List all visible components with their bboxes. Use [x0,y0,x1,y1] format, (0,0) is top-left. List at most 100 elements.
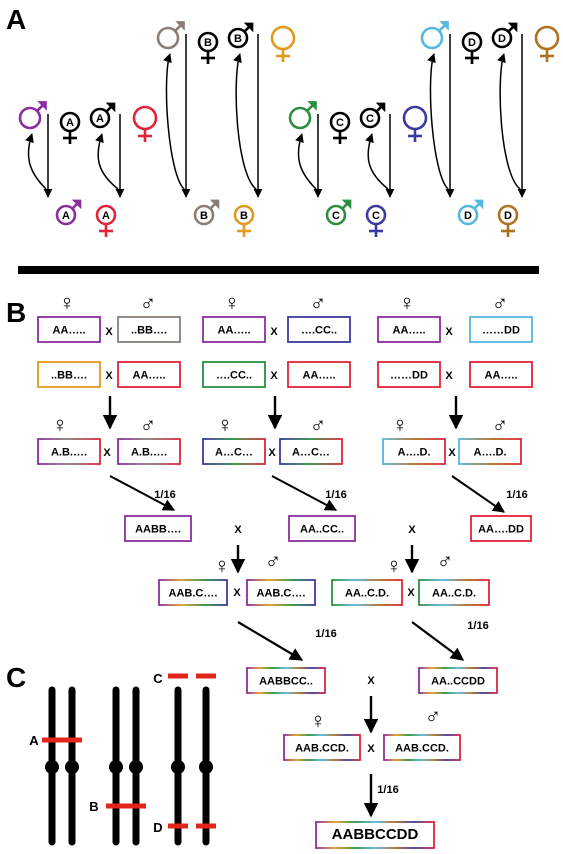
genotype-label: AA..CC.. [300,524,344,536]
genotype-label: ….CC.. [301,325,337,337]
male-arrow-head [209,199,220,210]
genotype-box: AABBCC.. [246,667,326,694]
male-symbol-labeled: C [359,102,386,129]
genotype-box-border [470,515,532,542]
strain-letter: A [102,210,110,222]
genotype-box: AAB.C…. [246,579,316,606]
strain-letter: A [62,210,70,222]
male-symbol-labeled: A [89,102,116,129]
strain-letter: B [200,210,208,222]
genotype-box-border [158,579,228,606]
male-symbol-labeled: A [55,199,82,226]
female-symbol-labeled: C [329,111,351,144]
genotype-label: ……DD [482,325,520,337]
genotype-label: AA….. [218,325,251,337]
genotype-box-border [315,821,435,849]
cross-symbol: X [445,326,453,338]
genotype-box: AAB.C…. [158,579,228,606]
male-symbol [156,21,185,50]
genotype-box-border [124,515,192,542]
genotype-box: A.B.…. [117,438,181,465]
male-icon: ♂ [265,548,282,573]
cross-symbol: X [103,447,111,459]
panel-label-b: B [6,297,26,328]
genotype-label: ..BB…. [51,370,87,382]
genotype-label: A….D. [398,447,431,459]
genotype-box-border [418,579,490,606]
genotype-label: A.B.…. [51,447,87,459]
genotype-box-border [202,438,266,465]
genotype-box: ..BB…. [37,361,101,388]
male-icon: ♂ [310,290,327,315]
cross-symbol: X [445,370,453,382]
pedigree-curve [497,53,521,190]
genotype-label: ……DD [390,370,428,382]
arrow [109,475,176,511]
cross-symbol: X [105,370,113,382]
female-icon: ♀ [214,553,231,578]
genotype-box-border [202,316,266,343]
male-circle [156,26,180,50]
strain-letter: C [332,210,340,222]
male-icon: ♂ [425,703,442,728]
arrow [451,475,505,513]
locus-label: A [29,733,39,748]
genotype-box-border [37,438,101,465]
fraction-label: 1/16 [467,620,488,632]
genotype-label: AA..CCDD [431,676,485,688]
genotype-box: AABB…. [124,515,192,542]
strain-letter: D [464,210,472,222]
male-arrow-head [37,101,47,111]
genotype-box-border [287,316,351,343]
genotype-box: AA..C.D. [331,579,403,606]
centromere [109,760,123,774]
strain-letter: C [372,210,380,222]
cross-symbol: X [448,447,456,459]
genotype-label: AA….. [53,325,86,337]
male-icon: ♂ [492,290,509,315]
panel-separator [18,266,539,274]
pedigree-curve [427,53,449,190]
genotype-label: AABBCC.. [259,676,313,688]
male-symbol-labeled: B [227,22,254,49]
male-arrow-head [105,102,116,113]
genotype-box-border [117,438,181,465]
female-icon: ♀ [217,412,234,437]
female-symbol-labeled: C [365,204,387,237]
genotype-label: AABB…. [135,524,181,536]
panel-label-a: A [6,4,26,35]
genotype-box: ….CC.. [202,361,266,388]
genotype-box-border [418,667,498,694]
genotype-label: AABBCCDD [332,826,419,843]
genotype-box-border [377,361,441,388]
male-circle [325,204,347,226]
strain-letter: C [366,113,374,125]
genotype-label: AAB.CCD. [295,743,349,755]
pedigree-curve [233,53,257,190]
male-circle [420,26,444,50]
genotype-label: A….D. [474,447,507,459]
female-icon: ♀ [386,553,403,578]
genotype-box-border [288,515,356,542]
female-symbol-labeled: A [95,204,117,237]
arrow [237,621,304,661]
genotype-label: ..BB…. [131,325,167,337]
male-circle [193,204,215,226]
female-symbol [402,105,428,142]
female-circle [402,105,428,131]
genotype-box-border [331,579,403,606]
male-arrow-head [507,22,518,33]
female-circle [534,25,560,51]
male-circle [55,204,77,226]
fraction-label: 1/16 [315,628,336,640]
male-arrow-head [243,22,254,33]
male-arrow-head [439,21,449,31]
genotype-box: AA….. [469,361,533,388]
genotype-box: AA….DD [470,515,532,542]
locus-label: C [153,671,163,686]
genotype-label: A…C… [215,447,253,459]
arrow [411,621,465,661]
genotype-box-border [117,361,181,388]
